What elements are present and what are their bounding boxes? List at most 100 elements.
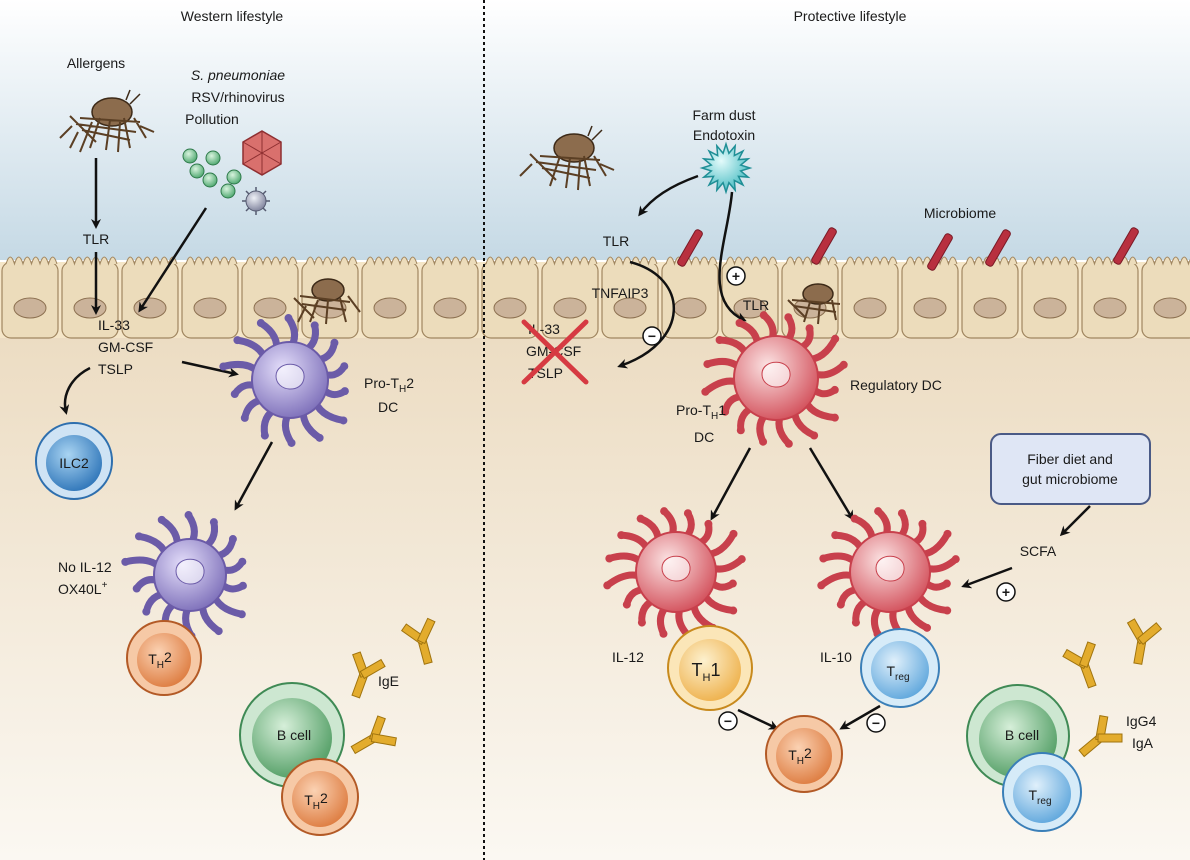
il12-producing-dendritic-cell: [603, 507, 746, 640]
regulatory-dendritic-cell: [701, 311, 848, 448]
epithelial-cell: [901, 256, 959, 339]
treg-cell: Treg: [860, 628, 940, 708]
fiber-to-scfa-arrow: [1059, 505, 1091, 537]
epithelial-cell: [1021, 256, 1079, 339]
ox40l-label: OX40L+: [58, 580, 108, 597]
cytokine-to-ilc2-arrow: [59, 366, 91, 415]
no-il12-label: No IL-12: [58, 559, 112, 575]
il10-label: IL-10: [820, 649, 852, 665]
cytokine-tslp-left: TSLP: [98, 361, 133, 377]
tlr-dc-label: TLR: [743, 297, 769, 313]
virus-icon: [242, 130, 282, 176]
fiber-box-line-2: gut microbiome: [1022, 471, 1118, 487]
left-panel-title: Western lifestyle: [181, 8, 284, 24]
tlr-label-left: TLR: [83, 231, 109, 247]
epithelial-cell: [181, 256, 239, 339]
minus-sign-icon: −: [866, 713, 886, 733]
il10-producing-dendritic-cell: [817, 507, 960, 640]
b-cell-label-left: B cell: [277, 727, 311, 743]
th1-inhibits-th2-arrow: [737, 708, 779, 730]
pathogen-label-1: S. pneumoniae: [191, 67, 285, 83]
epithelial-cell: [1, 256, 59, 339]
igg4-iga-antibodies: [1062, 618, 1163, 758]
endotoxin-icon: [699, 141, 753, 195]
treg-label-lower: Treg: [1028, 787, 1051, 807]
bacteria-icon: [182, 148, 242, 199]
epithelial-cell: [421, 256, 479, 339]
endotoxin-label: Endotoxin: [693, 127, 755, 143]
endotoxin-to-tlr-arrow: [638, 174, 699, 217]
cytokine-to-dc-arrow: [181, 360, 239, 378]
pathogen-label-3: Pollution: [185, 111, 239, 127]
pro-th2-dc-label: Pro-TH2: [364, 375, 414, 395]
pollution-particle-icon: [242, 187, 270, 215]
ige-label: IgE: [378, 673, 399, 689]
right-panel-title: Protective lifestyle: [794, 8, 907, 24]
epithelial-cell: [541, 256, 599, 339]
cytokine-il33-left: IL-33: [98, 317, 130, 333]
tlr-label-right: TLR: [603, 233, 629, 249]
house-dust-mite-icon: [519, 125, 615, 191]
pro-th1-dc-label-2: DC: [694, 429, 714, 445]
epithelium: [0, 256, 1190, 339]
th2-label-left-lower: TH2: [304, 790, 328, 812]
th1-cell: TH1: [667, 625, 753, 711]
endotoxin-to-dc-arrow: [718, 191, 747, 322]
fiber-diet-box: Fiber diet and gut microbiome: [990, 433, 1151, 505]
plus-sign-icon: +: [996, 582, 1016, 602]
epithelial-cell: [1141, 256, 1190, 339]
minus-sign-icon: −: [642, 326, 662, 346]
minus-sign-icon: −: [718, 711, 738, 731]
ilc2-label: ILC2: [59, 455, 89, 471]
pathogen-label-2: RSV/rhinovirus: [191, 89, 284, 105]
ige-antibodies: [350, 617, 436, 755]
pro-th2-dc-label-2: DC: [378, 399, 398, 415]
iga-label: IgA: [1132, 735, 1154, 751]
microbiome-label: Microbiome: [924, 205, 997, 221]
blocked-cytokines: IL-33 GM-CSF TSLP: [521, 319, 589, 385]
ilc2-cell: ILC2: [35, 422, 113, 500]
tnfaip3-label: TNFAIP3: [592, 285, 649, 301]
airway-lumen: [0, 0, 1190, 260]
house-dust-mite-icon: [59, 89, 155, 153]
microbiome-bacteria: [677, 227, 1139, 271]
blocked-x-icon: [521, 319, 589, 385]
treg-label: Treg: [886, 663, 909, 683]
svg-text:−: −: [872, 715, 880, 731]
th2-label-right: TH2: [788, 745, 812, 767]
farm-dust-label: Farm dust: [692, 107, 755, 123]
treg-cell-lower: Treg: [1002, 752, 1082, 832]
scfa-label: SCFA: [1020, 543, 1057, 559]
allergens-label: Allergens: [67, 55, 125, 71]
il12-label: IL-12: [612, 649, 644, 665]
igg4-label: IgG4: [1126, 713, 1157, 729]
dc-to-il10-dc-arrow: [808, 447, 854, 521]
epithelial-cell: [841, 256, 899, 339]
dc-to-il12-dc-arrow: [710, 447, 752, 521]
epithelial-cell: [241, 256, 299, 339]
th1-label: TH1: [692, 660, 721, 684]
svg-text:+: +: [732, 268, 740, 284]
svg-text:−: −: [724, 713, 732, 729]
b-cell-label-right: B cell: [1005, 727, 1039, 743]
scfa-to-dc-arrow: [961, 566, 1013, 589]
svg-text:−: −: [648, 328, 656, 344]
epithelial-cell: [361, 256, 419, 339]
epithelial-cell: [601, 256, 659, 339]
cytokine-gmcsf-left: GM-CSF: [98, 339, 153, 355]
th2-cell-left: TH2: [126, 620, 202, 696]
dc-migration-arrow: [234, 441, 274, 511]
house-dust-mite-icon: [293, 278, 361, 325]
th2-cell-left-lower: TH2: [281, 758, 359, 836]
th2-label-left: TH2: [148, 649, 172, 671]
pro-th1-dc-label: Pro-TH1: [676, 402, 726, 422]
regulatory-dc-label: Regulatory DC: [850, 377, 942, 393]
epithelial-cell: [61, 256, 119, 339]
epithelial-cell: [481, 256, 539, 339]
epithelial-cell: [121, 256, 179, 339]
th2-cell-right: TH2: [765, 715, 843, 793]
epithelial-cell: [1081, 256, 1139, 339]
svg-text:+: +: [1002, 584, 1010, 600]
